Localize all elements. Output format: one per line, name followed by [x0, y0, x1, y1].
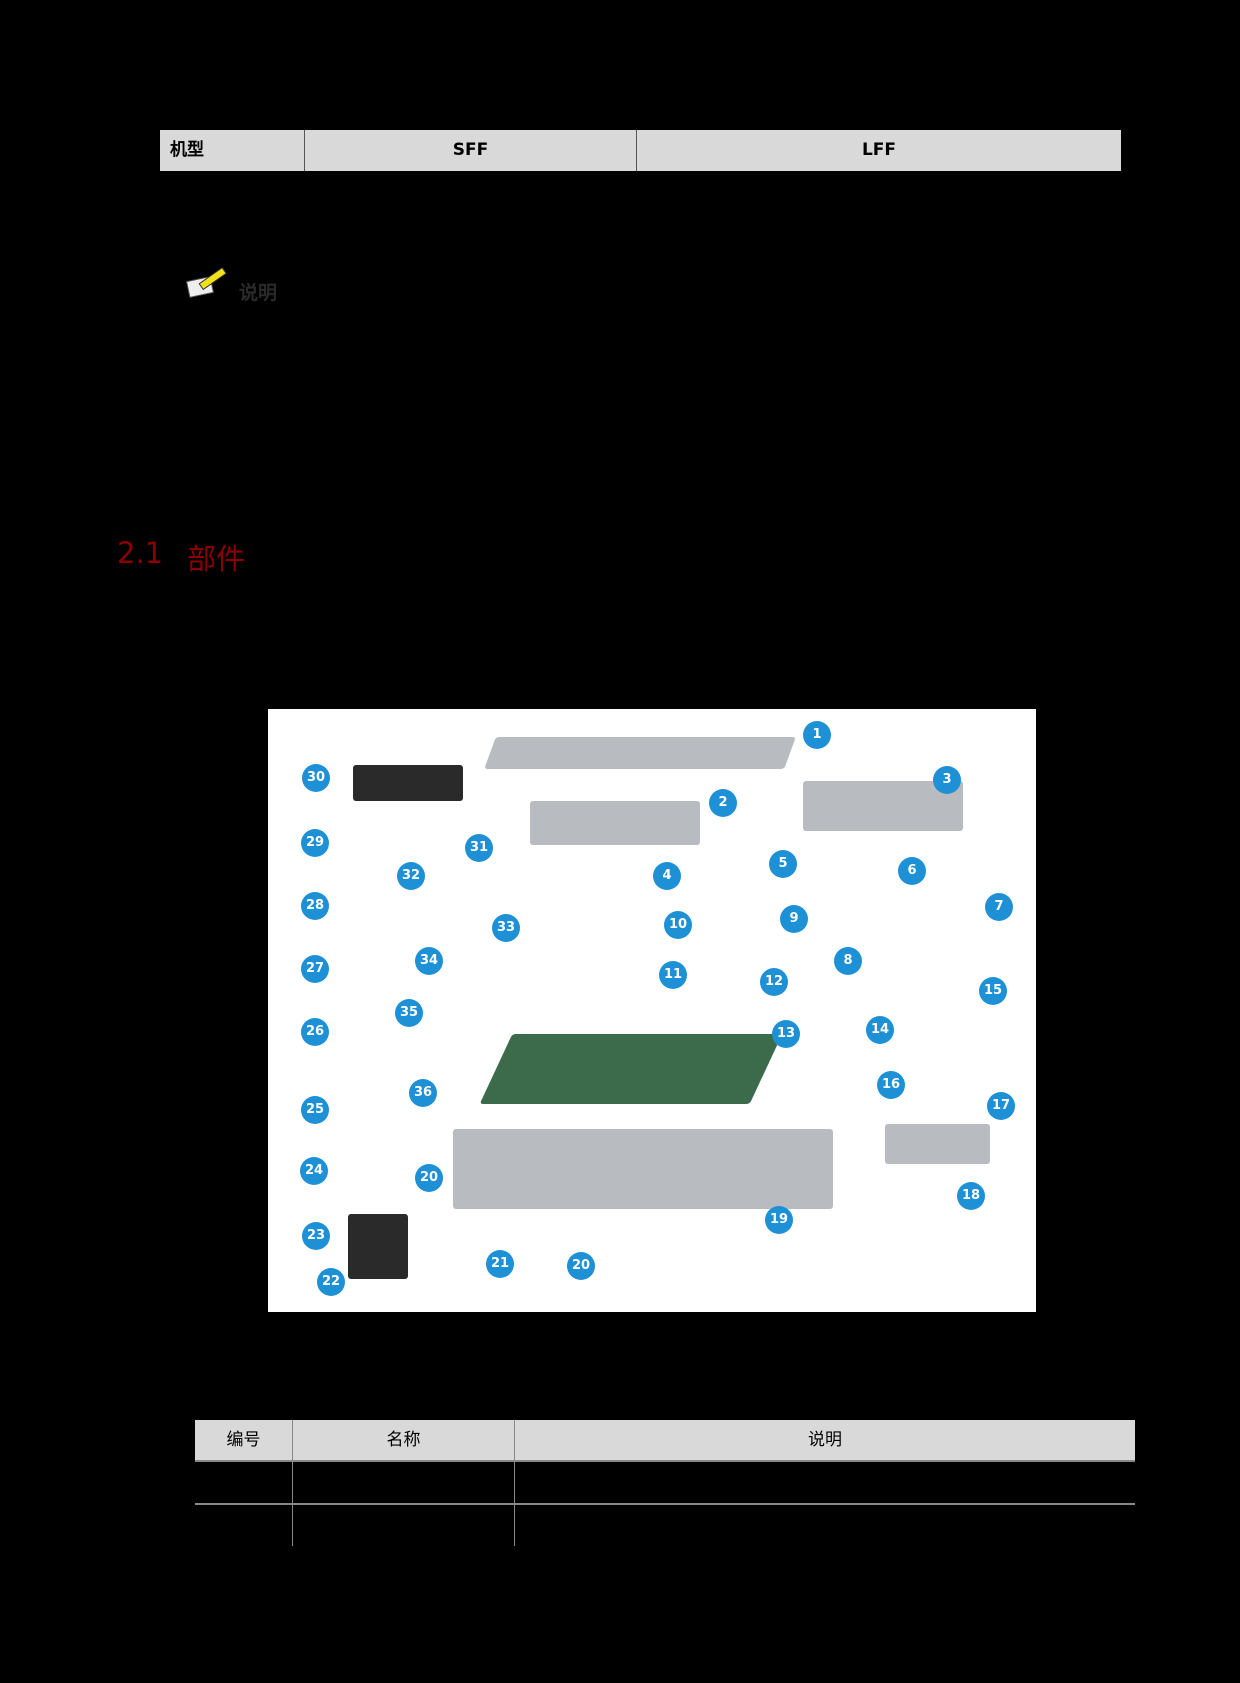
header-lff: LFF	[861, 140, 897, 160]
note-label: 说明	[239, 282, 278, 304]
callout-8: 8	[834, 947, 862, 975]
callout-17: 17	[987, 1092, 1015, 1120]
section-heading: 2.1 部件	[117, 536, 245, 578]
callout-11: 11	[659, 961, 687, 989]
callout-14: 14	[866, 1016, 894, 1044]
header-name: 名称	[293, 1420, 515, 1460]
parts-table-header: 编号 名称 说明	[195, 1420, 1135, 1462]
callout-6: 6	[898, 857, 926, 885]
callout-31: 31	[465, 834, 493, 862]
cell	[293, 1462, 515, 1503]
callout-32: 32	[397, 862, 425, 890]
drive-cage-module	[353, 765, 463, 801]
callout-16: 16	[877, 1071, 905, 1099]
callout-35: 35	[395, 999, 423, 1027]
callout-36: 36	[409, 1079, 437, 1107]
table-row	[195, 1462, 1135, 1505]
callout-27: 27	[301, 955, 329, 983]
callout-5: 5	[769, 850, 797, 878]
system-board	[479, 1034, 783, 1104]
header-description: 说明	[808, 1430, 842, 1450]
header-model: 机型	[160, 130, 305, 171]
callout-22: 22	[317, 1268, 345, 1296]
callout-26: 26	[301, 1018, 329, 1046]
callout-9: 9	[780, 905, 808, 933]
model-table-header: 机型 SFF LFF	[160, 130, 1121, 171]
callout-12: 12	[760, 968, 788, 996]
hard-drive	[348, 1214, 408, 1279]
cell	[195, 1462, 293, 1503]
callout-1: 1	[803, 721, 831, 749]
table-row	[195, 1505, 1135, 1546]
callout-23: 23	[302, 1222, 330, 1250]
callout-24: 24	[300, 1157, 328, 1185]
callout-7: 7	[985, 893, 1013, 921]
cell	[515, 1505, 1135, 1546]
callout-20-right: 20	[567, 1252, 595, 1280]
callout-20-left: 20	[415, 1164, 443, 1192]
callout-19: 19	[765, 1206, 793, 1234]
section-number: 2.1	[117, 536, 164, 570]
callout-15: 15	[979, 977, 1007, 1005]
cell	[293, 1505, 515, 1546]
callout-33: 33	[492, 914, 520, 942]
callout-18: 18	[957, 1182, 985, 1210]
callout-34: 34	[415, 947, 443, 975]
header-sff: SFF	[305, 130, 637, 171]
callout-4: 4	[653, 862, 681, 890]
power-supply	[885, 1124, 990, 1164]
chassis-cover	[484, 737, 796, 769]
fan-cage	[530, 801, 700, 845]
callout-29: 29	[301, 829, 329, 857]
note-pencil-icon	[185, 265, 233, 305]
callout-13: 13	[772, 1020, 800, 1048]
callout-30: 30	[302, 764, 330, 792]
callout-25: 25	[301, 1096, 329, 1124]
parts-table: 编号 名称 说明	[195, 1420, 1135, 1546]
section-title: 部件	[187, 542, 246, 576]
callout-28: 28	[301, 892, 329, 920]
cell	[195, 1505, 293, 1546]
callout-10: 10	[664, 911, 692, 939]
exploded-parts-diagram: 1 2 3 4 5 6 7 8 9 10 11 12 13 14 15 16 1…	[268, 709, 1036, 1312]
chassis	[453, 1129, 833, 1209]
header-number: 编号	[195, 1420, 293, 1460]
callout-21: 21	[486, 1250, 514, 1278]
cell	[515, 1462, 1135, 1503]
callout-3: 3	[933, 766, 961, 794]
note-block: 说明	[185, 265, 277, 305]
callout-2: 2	[709, 789, 737, 817]
